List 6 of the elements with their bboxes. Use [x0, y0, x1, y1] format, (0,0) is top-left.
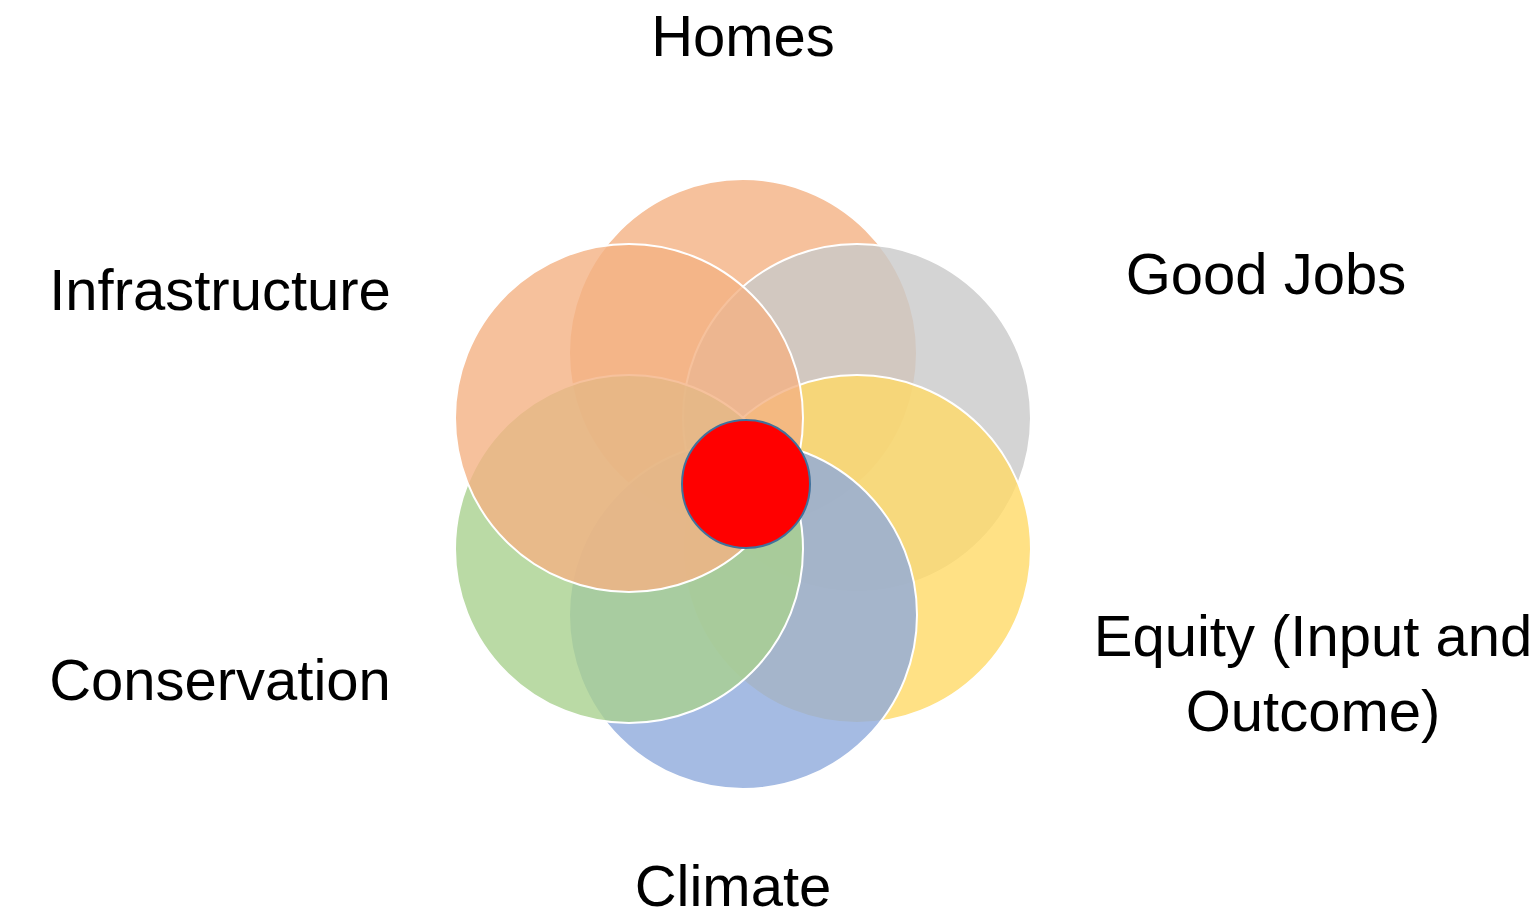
- category-label: Good Jobs: [1124, 240, 1408, 308]
- category-label: Homes: [650, 2, 836, 70]
- category-label: Equity (Input and Outcome): [1093, 602, 1533, 746]
- category-label: Infrastructure: [48, 256, 392, 324]
- category-label: Climate: [633, 852, 833, 914]
- category-label: Conservation: [48, 646, 392, 714]
